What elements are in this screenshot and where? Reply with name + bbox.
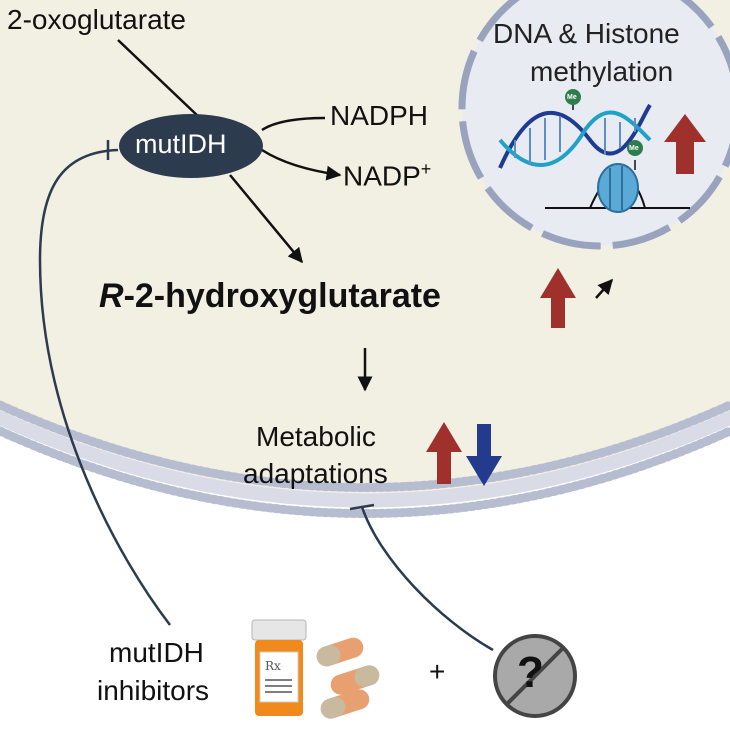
inhibition-line-metabolic — [349, 503, 494, 652]
nucleus — [458, 0, 730, 250]
reaction-arrows — [117, 39, 613, 392]
cofactor-out-superscript: + — [420, 159, 432, 179]
cofactor-out-text: NADP — [343, 160, 421, 192]
nucleus-label-line1: DNA & Histone — [493, 18, 680, 49]
substrate-label: 2-oxoglutarate — [7, 4, 187, 35]
methyl-tag-dna: Me — [567, 94, 577, 101]
product-label-rest: -2-hydroxyglutarate — [123, 277, 441, 315]
metabolic-up-arrow — [426, 422, 462, 484]
inhibition-line-enzyme — [38, 140, 171, 626]
product-label-prefix: R — [99, 277, 124, 315]
nucleosome-icon — [545, 140, 690, 213]
dna-helix-icon — [498, 89, 652, 169]
cofactor-in-label: NADPH — [330, 100, 429, 131]
enzyme-label: mutIDH — [135, 129, 227, 159]
product-label: R-2-hydroxyglutarate — [99, 279, 441, 313]
cofactor-out-label: NADP+ — [343, 160, 431, 190]
r2hg-up-arrow — [540, 268, 576, 328]
capsules-icon — [316, 637, 380, 719]
metabolic-label-line1: Metabolic — [256, 421, 376, 452]
inhibitors-label-line1: mutIDH — [109, 637, 204, 668]
rx-label: Rx — [265, 659, 281, 673]
inhibitors-label-line2: inhibitors — [97, 675, 210, 706]
methyl-tag-histone: Me — [629, 145, 639, 152]
metabolic-down-arrow — [466, 424, 502, 486]
plus-sign: + — [429, 656, 446, 687]
nucleus-label-line2: methylation — [530, 56, 674, 87]
mutidh-enzyme — [119, 114, 263, 178]
no-symbol-icon — [493, 634, 577, 718]
pill-bottle-icon — [251, 619, 307, 716]
metabolic-label-line2: adaptations — [243, 458, 388, 489]
methylation-up-arrow — [664, 114, 706, 174]
unknown-symbol: ? — [517, 648, 544, 697]
